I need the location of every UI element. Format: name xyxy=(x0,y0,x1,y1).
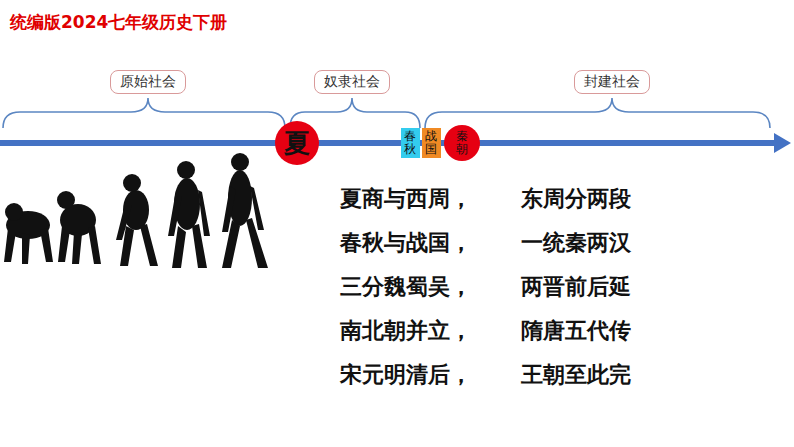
evolution-silhouettes xyxy=(4,153,268,268)
poem-line: 三分魏蜀吴， xyxy=(340,272,472,302)
poem-line: 南北朝并立， xyxy=(340,316,472,346)
poem-line: 一统秦两汉 xyxy=(521,228,631,258)
dynasty-circle: 秦朝 xyxy=(444,125,480,161)
node-text: 原始社会 xyxy=(120,73,176,91)
poem-line: 王朝至此完 xyxy=(521,360,631,390)
node-text: 春秋 xyxy=(404,130,416,156)
dynasty-circle: 夏 xyxy=(275,121,319,165)
poem-line: 宋元明清后， xyxy=(340,360,472,390)
era-label: 奴隶社会 xyxy=(314,70,390,94)
node-text: 封建社会 xyxy=(584,73,640,91)
node-text: 战国 xyxy=(425,130,437,156)
era-label: 封建社会 xyxy=(574,70,650,94)
poem-line: 春秋与战国， xyxy=(340,228,472,258)
node-text: 夏 xyxy=(284,126,310,161)
slide-title: 统编版2024七年级历史下册 xyxy=(10,11,227,34)
arrow-head xyxy=(774,133,791,153)
poem-line: 两晋前后延 xyxy=(521,272,631,302)
node-text: 秦朝 xyxy=(456,130,468,156)
era-braces xyxy=(3,98,770,128)
period-box: 春秋 xyxy=(401,128,420,158)
poem-line: 夏商与西周， xyxy=(340,184,472,214)
period-box: 战国 xyxy=(422,128,441,158)
timeline-arrow xyxy=(0,140,778,146)
poem-line: 东周分两段 xyxy=(521,184,631,214)
poem-line: 隋唐五代传 xyxy=(521,316,631,346)
node-text: 奴隶社会 xyxy=(324,73,380,91)
era-label: 原始社会 xyxy=(110,70,186,94)
